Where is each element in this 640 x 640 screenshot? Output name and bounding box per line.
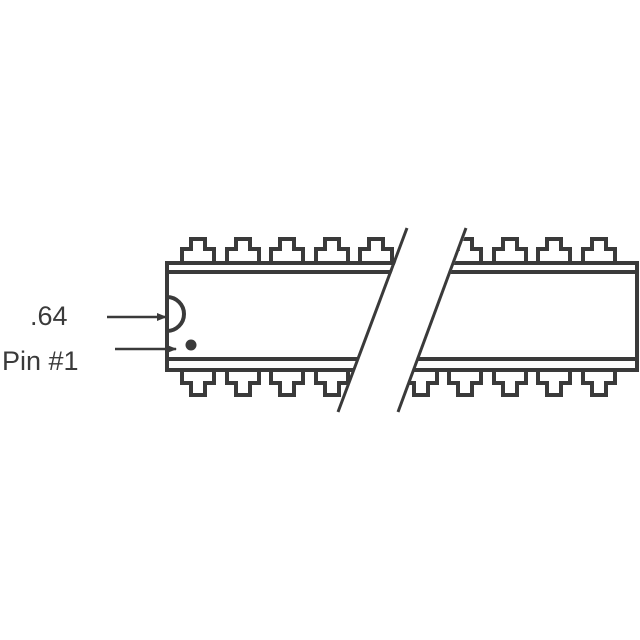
pin-bottom	[581, 370, 617, 397]
pin-top	[269, 237, 305, 262]
pin-top	[358, 237, 394, 262]
pin-top	[314, 237, 350, 262]
pin-bottom	[358, 370, 394, 397]
pin-top	[403, 237, 409, 262]
notch-icon	[166, 295, 186, 333]
pin-top	[225, 237, 261, 262]
pin-top	[536, 237, 572, 262]
pin-bottom	[225, 370, 261, 397]
pin1-label: Pin #1	[2, 346, 79, 376]
pin-bottom	[360, 370, 392, 395]
pin-bottom	[314, 370, 350, 397]
pin-top	[180, 237, 216, 262]
pin1-dot	[185, 339, 197, 351]
break-line-right	[396, 227, 468, 413]
pin-bottom	[180, 370, 216, 397]
notch-dimension-label: .64	[30, 301, 68, 331]
pin-top	[403, 237, 439, 262]
pin-bottom	[492, 370, 528, 397]
pin-bottom	[536, 370, 572, 397]
break-line-left	[336, 227, 409, 413]
pin-top	[581, 237, 617, 262]
pin-top	[492, 237, 528, 262]
pin-bottom	[447, 370, 483, 397]
pin-bottom	[269, 370, 305, 397]
